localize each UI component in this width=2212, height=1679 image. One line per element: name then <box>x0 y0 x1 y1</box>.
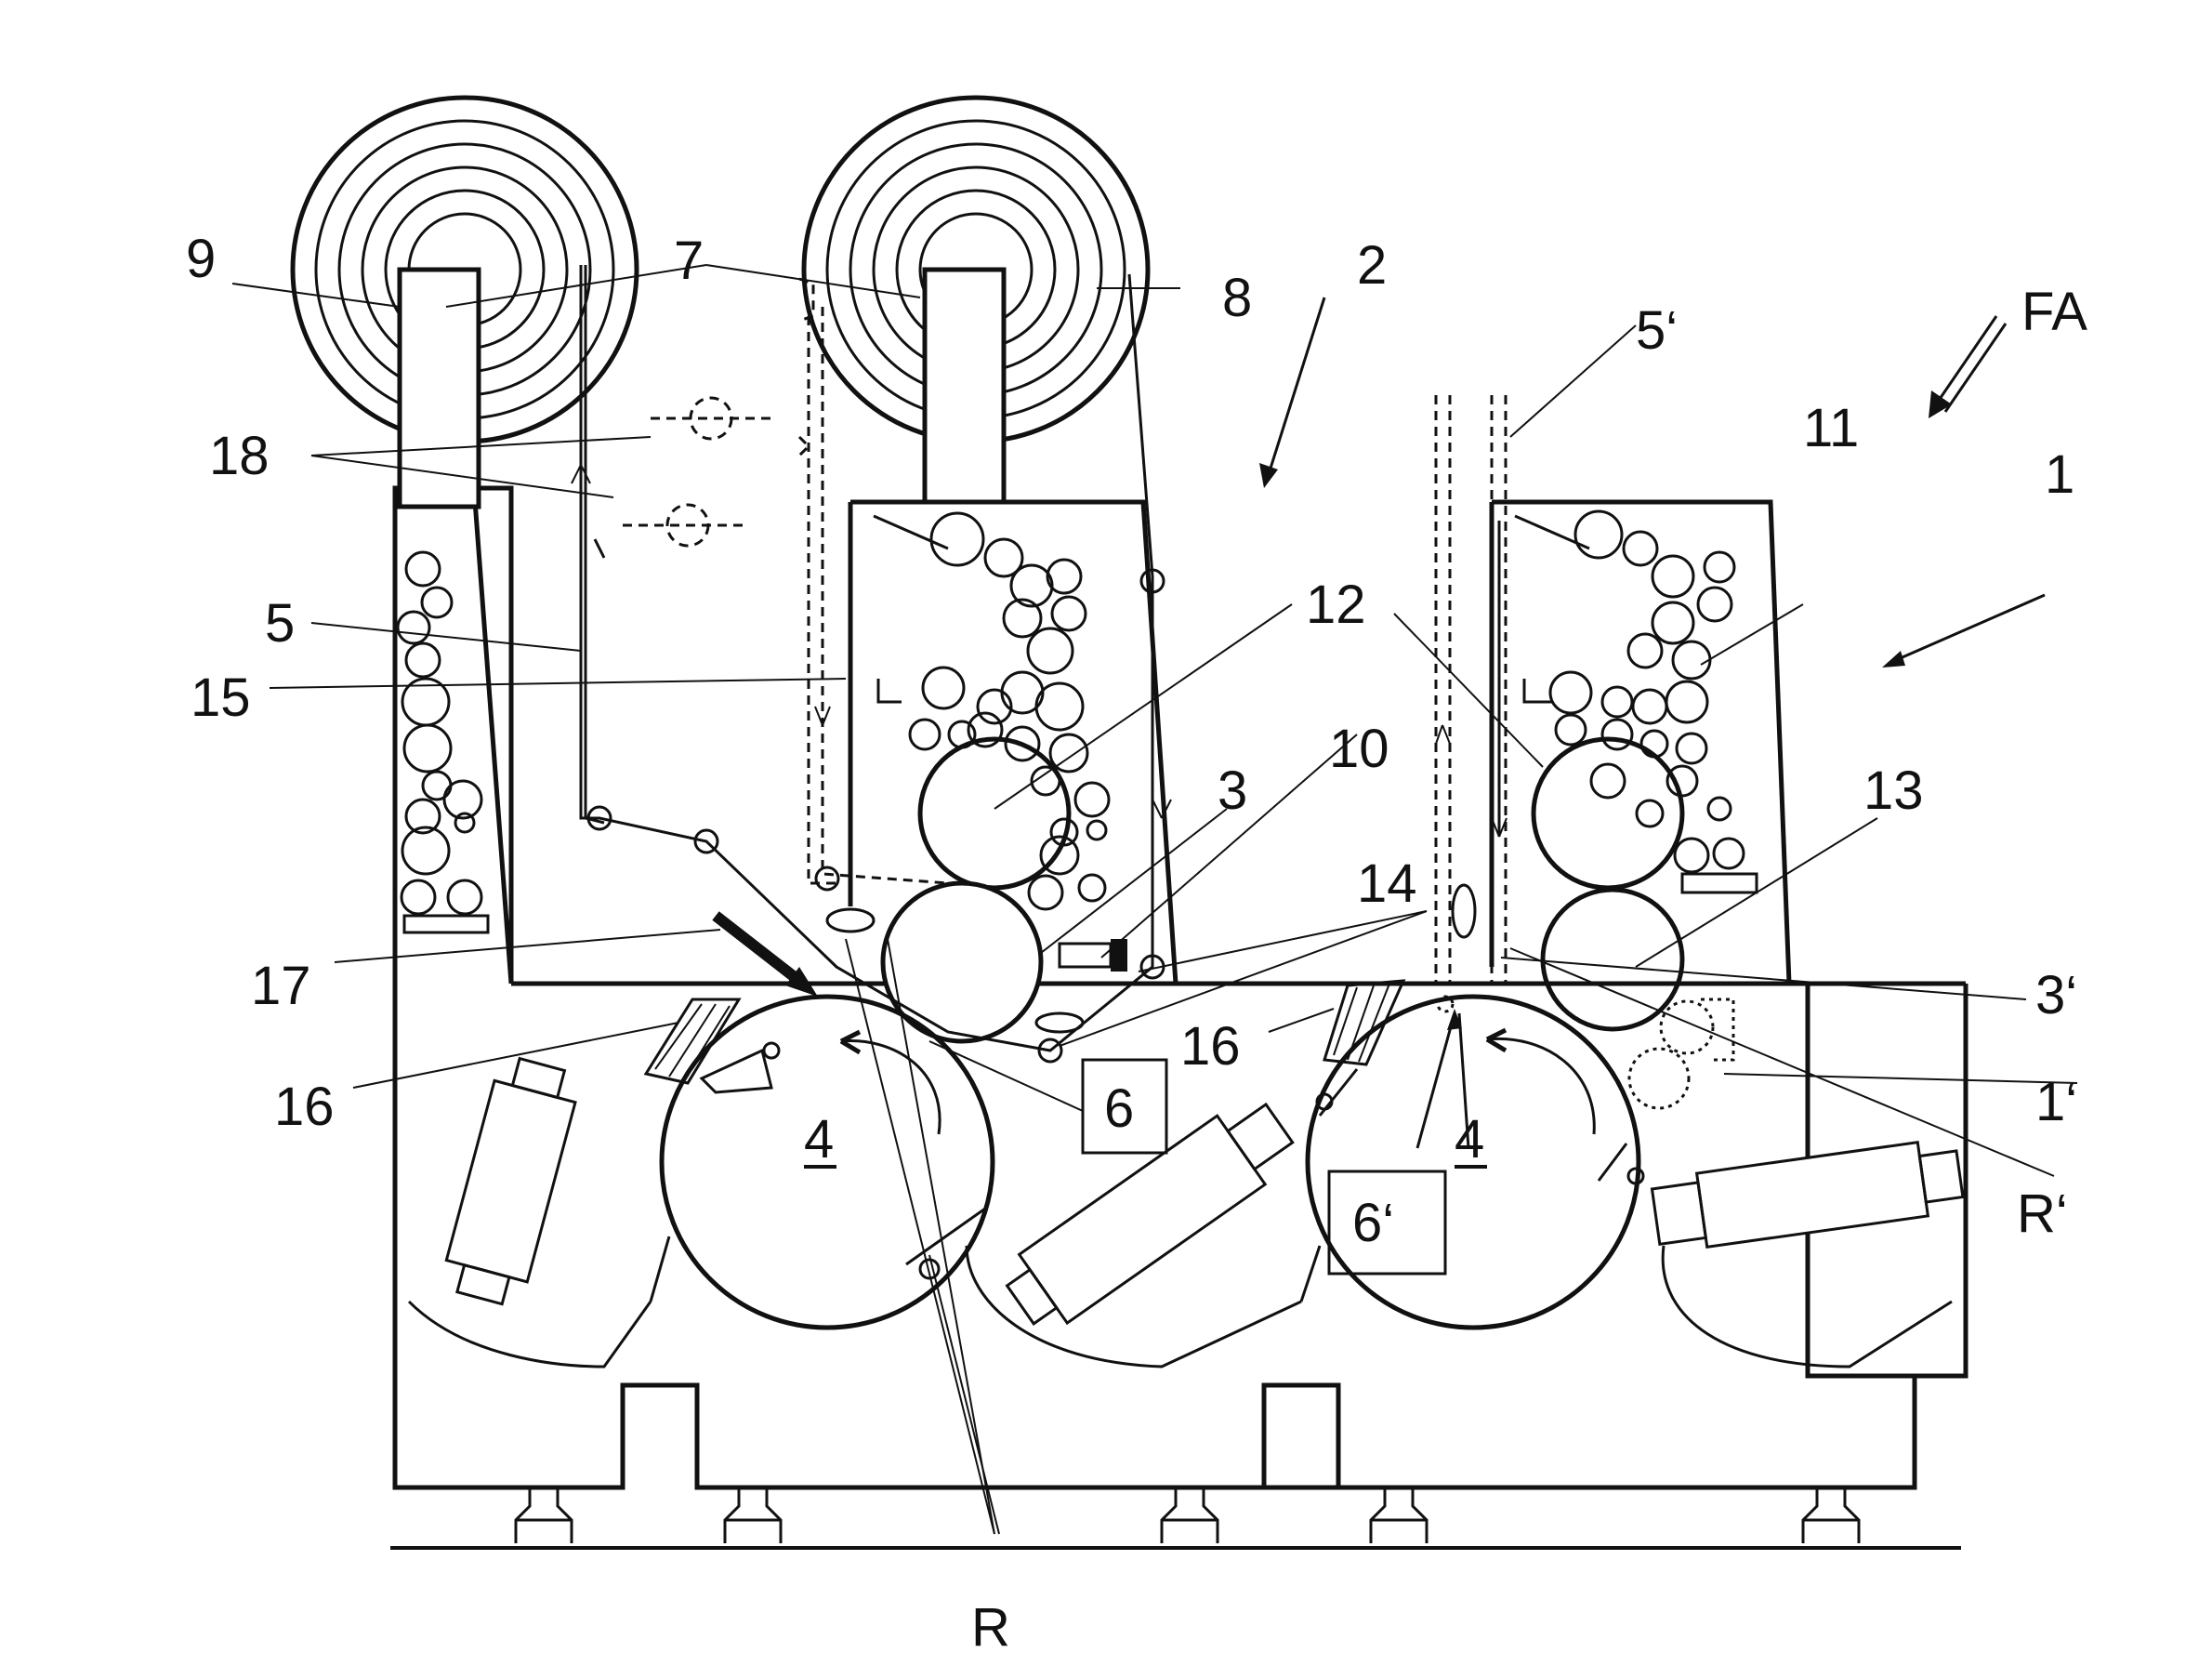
arrow-2 <box>1269 297 1324 474</box>
label-16-right: 16 <box>1180 1016 1241 1077</box>
label-3-prime: 3‘ <box>2035 965 2077 1025</box>
label-4-right: 4 <box>1455 1109 1484 1170</box>
hatched-block-16-left <box>646 999 739 1083</box>
label-3: 3 <box>1218 760 1247 821</box>
label-5: 5 <box>265 593 295 654</box>
machine-frame <box>395 488 1966 1487</box>
label-15: 15 <box>191 668 251 728</box>
reel-8 <box>804 98 1148 502</box>
label-FA: FA <box>2021 282 2087 342</box>
arrow-1 <box>1896 595 2045 660</box>
label-11: 11 <box>1803 398 1859 458</box>
label-16-left: 16 <box>274 1077 335 1137</box>
label-9: 9 <box>186 229 216 289</box>
dotted-unit-1-prime <box>1629 1049 1689 1108</box>
label-14: 14 <box>1357 853 1417 914</box>
label-6: 6 <box>1104 1078 1134 1139</box>
right-roller-stack <box>1515 511 1757 1029</box>
arrow-17 <box>716 916 799 981</box>
label-18: 18 <box>209 426 270 486</box>
label-5-prime: 5‘ <box>1636 300 1678 361</box>
label-8: 8 <box>1222 268 1252 328</box>
left-roller-stack <box>398 552 488 932</box>
label-17: 17 <box>251 956 311 1016</box>
arrow-FA <box>1936 316 2006 412</box>
label-2: 2 <box>1357 235 1387 296</box>
centre-inking-unit <box>996 1090 1303 1340</box>
label-7: 7 <box>674 231 704 291</box>
label-12-left: 12 <box>1306 575 1366 635</box>
label-1: 1 <box>2045 444 2074 505</box>
left-inking-unit <box>440 1053 583 1308</box>
centre-roller-stack <box>874 513 1109 909</box>
hatched-block-16-right <box>1324 981 1403 1064</box>
label-10: 10 <box>1329 719 1389 779</box>
label-1-prime: 1‘ <box>2035 1072 2077 1132</box>
label-R-prime: R‘ <box>2017 1183 2068 1244</box>
rotation-arrow-right <box>1487 1038 1594 1134</box>
label-6-prime: 6‘ <box>1352 1193 1394 1253</box>
label-R: R <box>971 1597 1010 1658</box>
label-4-left: 4 <box>804 1109 834 1170</box>
label-13: 13 <box>1863 760 1924 821</box>
machine-feet <box>516 1487 1859 1543</box>
